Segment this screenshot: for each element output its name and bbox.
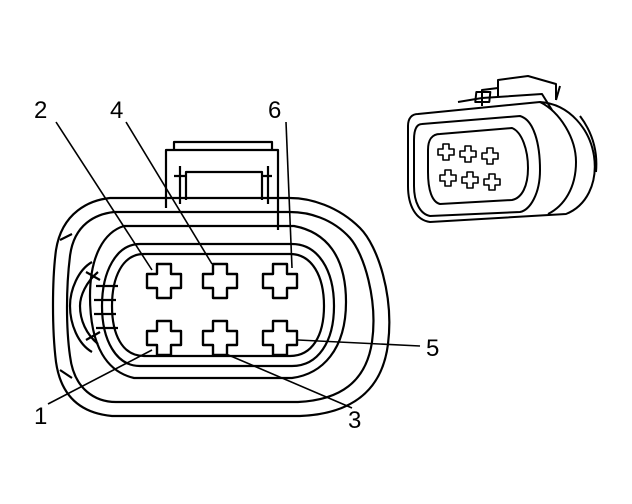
terminal-cavities: [145, 262, 299, 357]
connector-perspective-view: [407, 75, 598, 223]
cavity-5: [261, 319, 299, 357]
leader-line-4: [125, 121, 213, 265]
cavity-6: [261, 262, 299, 300]
pin-label-3: 3: [348, 407, 361, 434]
leader-line-5: [297, 339, 421, 347]
leader-line-3: [225, 353, 353, 409]
leader-line-1: [47, 349, 153, 405]
pin-label-1: 1: [34, 403, 47, 430]
pin-label-5: 5: [426, 335, 439, 362]
pin-label-4: 4: [110, 97, 123, 124]
cavity-1: [145, 319, 183, 357]
pin-label-6: 6: [268, 97, 281, 124]
pin-labels: 2 4 6 1 3 5: [34, 97, 439, 434]
outer-housing-inner-edge: [65, 210, 375, 404]
leader-lines: [47, 121, 421, 409]
latch-ribs: [59, 233, 118, 379]
cavity-4: [201, 262, 239, 300]
seal-ring: [88, 224, 348, 380]
cavity-3: [201, 319, 239, 357]
outer-housing: [51, 196, 391, 418]
pin-field: [100, 242, 336, 368]
pin-field-inner: [110, 252, 326, 358]
perspective-cavities: [437, 143, 501, 191]
leader-line-6: [285, 121, 293, 269]
pin-label-2: 2: [34, 97, 47, 124]
leader-line-2: [55, 121, 153, 271]
perspective-shell: [407, 101, 596, 223]
connector-face-view: [51, 140, 391, 418]
